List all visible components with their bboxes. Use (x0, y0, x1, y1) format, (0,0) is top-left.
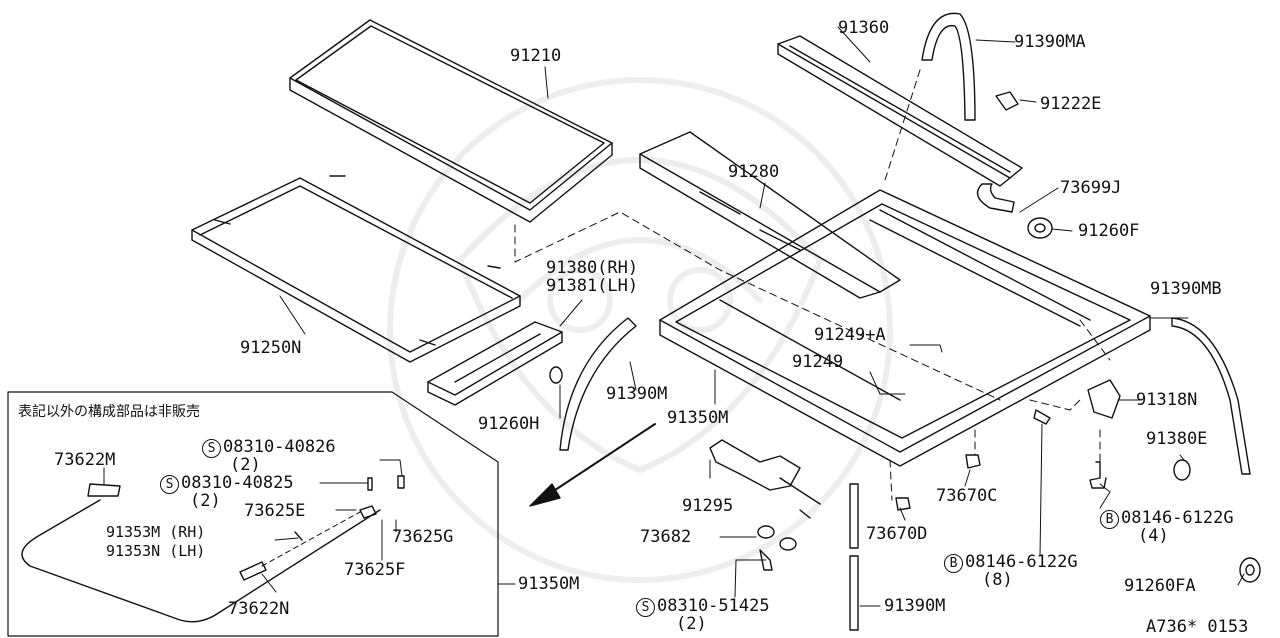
motor-assembly (709, 439, 821, 519)
label-73670c: 73670C (936, 486, 998, 506)
label-91250n: 91250N (240, 338, 302, 358)
diagram-code: A736* 0153 (1146, 617, 1249, 637)
label-91318n: 91318N (1136, 390, 1198, 410)
front-frame (639, 131, 901, 299)
bracket-73682 (757, 525, 797, 571)
leader-lines (279, 26, 1245, 607)
qty-08310-40825: (2) (190, 491, 221, 511)
label-91380e: 91380E (1146, 429, 1208, 449)
guide-rail (427, 321, 563, 406)
bolt-symbol-icon: B (944, 554, 963, 573)
label-91260fa: 91260FA (1124, 576, 1196, 596)
label-91260f: 91260F (1078, 221, 1140, 241)
label-91381lh: 91381(LH) (546, 276, 639, 296)
screw-symbol-icon: S (202, 439, 221, 458)
label-73625e: 73625E (244, 501, 306, 521)
inset-leaders (103, 459, 516, 593)
label-91390ma: 91390MA (1014, 32, 1086, 52)
drain-hose-73699j (976, 183, 1015, 213)
label-73670d: 73670D (866, 524, 928, 544)
label-73682: 73682 (640, 527, 692, 547)
label-91360: 91360 (838, 18, 890, 38)
glass-panel (289, 19, 613, 223)
qty-08146-right: (4) (1138, 526, 1169, 546)
dashed-lines (514, 69, 1111, 501)
bolt-symbol-icon: B (1100, 510, 1119, 529)
grommet-91260f (1027, 217, 1053, 239)
label-91249: 91249 (792, 352, 844, 372)
grommet-91260fa (1239, 557, 1261, 583)
label-73699j: 73699J (1060, 178, 1122, 198)
qty-08310-40826: (2) (230, 455, 261, 475)
label-73622n: 73622N (228, 599, 290, 619)
label-91390m-left: 91390M (606, 384, 668, 404)
inset-dashed (261, 511, 361, 567)
label-91350m-inset: 91350M (518, 574, 580, 594)
grommet-91260h (549, 366, 563, 384)
inset-box (7, 391, 499, 637)
label-73625g: 73625G (392, 527, 454, 547)
inset-note: 表記以外の構成部品は非販売 (18, 404, 200, 420)
sunroof-frame (659, 189, 1151, 467)
clip-91222e (995, 91, 1019, 111)
screw-symbol-icon: S (636, 598, 655, 617)
drain-hose-left (559, 317, 637, 451)
drain-hose-mb (1171, 317, 1251, 475)
nut-73670c (965, 454, 981, 469)
label-91222e: 91222E (1040, 94, 1102, 114)
label-91210: 91210 (510, 46, 562, 66)
label-73622m: 73622M (54, 450, 116, 470)
qty-08310-51425: (2) (676, 614, 707, 634)
bracket-91318n (1087, 379, 1121, 419)
bolt-right (1089, 461, 1107, 489)
bolt-left (1033, 409, 1051, 425)
label-91353n: 91353N (LH) (106, 542, 206, 560)
inset-pointer-arrow (529, 423, 656, 507)
label-91280: 91280 (728, 162, 780, 182)
drain-hose-ma (921, 12, 976, 121)
label-91260h: 91260H (478, 414, 540, 434)
label-91249a: 91249+A (814, 325, 886, 345)
screw-symbol-icon: S (160, 475, 179, 494)
plug-91380e (1173, 459, 1191, 481)
drain-hose-bottom (849, 483, 859, 631)
label-91380rh: 91380(RH) (546, 258, 639, 278)
label-91390m-bottom: 91390M (884, 596, 946, 616)
label-91390mb: 91390MB (1150, 279, 1222, 299)
front-deflector (777, 35, 1023, 187)
label-91295: 91295 (682, 496, 734, 516)
qty-08146-center: (8) (982, 570, 1013, 590)
sunshade-panel (191, 175, 521, 363)
label-91353m: 91353M (RH) (106, 523, 206, 541)
nut-73670d (895, 497, 911, 511)
label-91350m-main: 91350M (667, 408, 729, 428)
label-73625f: 73625F (344, 560, 406, 580)
